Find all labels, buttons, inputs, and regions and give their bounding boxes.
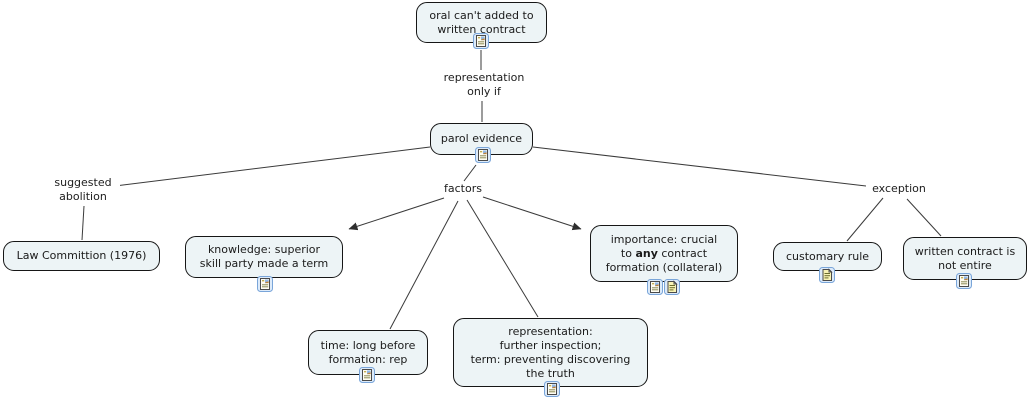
resource-icon[interactable] (257, 276, 273, 292)
link-exception-to-written (906, 198, 942, 237)
resource-icon[interactable] (544, 381, 560, 397)
link-suggested-to-law (81, 205, 85, 241)
node-law-committion[interactable]: Law Committion (1976) (3, 241, 160, 271)
link-label-suggested-abolition[interactable]: suggested abolition (46, 176, 120, 204)
node-label: representation: further inspection; term… (470, 324, 631, 380)
text-note-icon[interactable] (664, 279, 680, 295)
node-label: oral can't added to written contract (429, 8, 534, 36)
node-label: knowledge: superior skill party made a t… (199, 243, 329, 270)
node-label: Law Committion (1976) (16, 249, 147, 262)
link-label-factors[interactable]: factors (436, 182, 490, 196)
node-label: parol evidence (440, 132, 523, 145)
link-parol-to-suggested-abolition (114, 146, 431, 187)
resource-icon[interactable] (647, 279, 663, 295)
resource-icon[interactable] (475, 147, 491, 163)
link-label-exception[interactable]: exception (866, 182, 932, 196)
node-customary-rule[interactable]: customary rule (773, 242, 882, 271)
node-representation-term[interactable]: representation: further inspection; term… (453, 318, 648, 387)
link-label-representation-only-if[interactable]: representation only if (434, 71, 534, 99)
link-factors-to-representation (466, 199, 539, 318)
link-exception-to-customary (846, 197, 884, 242)
node-label: time: long before formation: rep (320, 338, 416, 366)
link-factors-to-time (389, 200, 459, 330)
text-note-icon[interactable] (819, 267, 835, 283)
link-factors-to-importance (482, 196, 582, 231)
link-factors-to-knowledge (348, 197, 445, 231)
resource-icon[interactable] (359, 367, 375, 383)
node-written-not-entire[interactable]: written contract is not entire (903, 237, 1027, 280)
link-parol-to-exception (532, 146, 867, 187)
resource-icon[interactable] (473, 33, 489, 49)
node-label: customary rule (785, 249, 870, 263)
resource-icon[interactable] (956, 273, 972, 289)
node-knowledge[interactable]: knowledge: superior skill party made a t… (185, 236, 343, 278)
node-label: written contract is not entire (914, 244, 1016, 272)
link-parol-to-factors (463, 164, 477, 182)
